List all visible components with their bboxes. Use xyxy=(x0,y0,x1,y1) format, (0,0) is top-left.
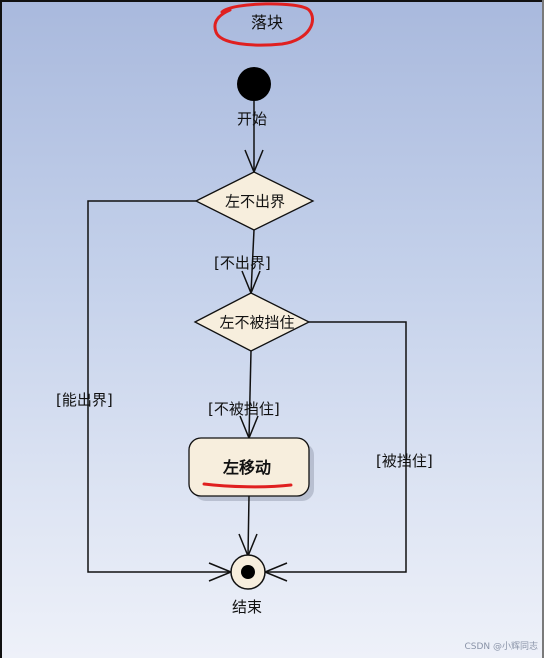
title-annotation-circle xyxy=(213,2,315,47)
final-node-core xyxy=(241,565,255,579)
watermark: CSDN @小辉同志 xyxy=(464,642,538,652)
guard-blocked: [被挡住] xyxy=(376,452,433,470)
diagram-title: 落块 xyxy=(251,13,284,32)
window-frame-right xyxy=(542,0,544,658)
start-label: 开始 xyxy=(237,110,268,128)
guard-not-out: [不出界] xyxy=(214,254,271,272)
action-annotation-underline xyxy=(202,482,293,489)
flow-decision2-blocked-to-end xyxy=(265,321,407,573)
flow-action-to-end xyxy=(247,495,250,557)
decision-node-left-not-out[interactable] xyxy=(194,171,315,231)
initial-node[interactable] xyxy=(237,67,271,101)
guard-not-blocked: [不被挡住] xyxy=(208,400,280,418)
action-label: 左移动 xyxy=(222,458,272,477)
decision2-label: 左不被挡住 xyxy=(219,313,295,332)
flow-decision1-to-decision2 xyxy=(250,229,255,294)
window-frame-top xyxy=(0,0,544,2)
guard-out: [能出界] xyxy=(56,391,113,409)
decision1-label: 左不出界 xyxy=(224,192,286,211)
flow-decision2-to-action xyxy=(248,350,252,439)
flow-decision1-out-to-end xyxy=(87,200,231,573)
end-label: 结束 xyxy=(232,598,263,616)
window-frame-left xyxy=(0,0,2,658)
